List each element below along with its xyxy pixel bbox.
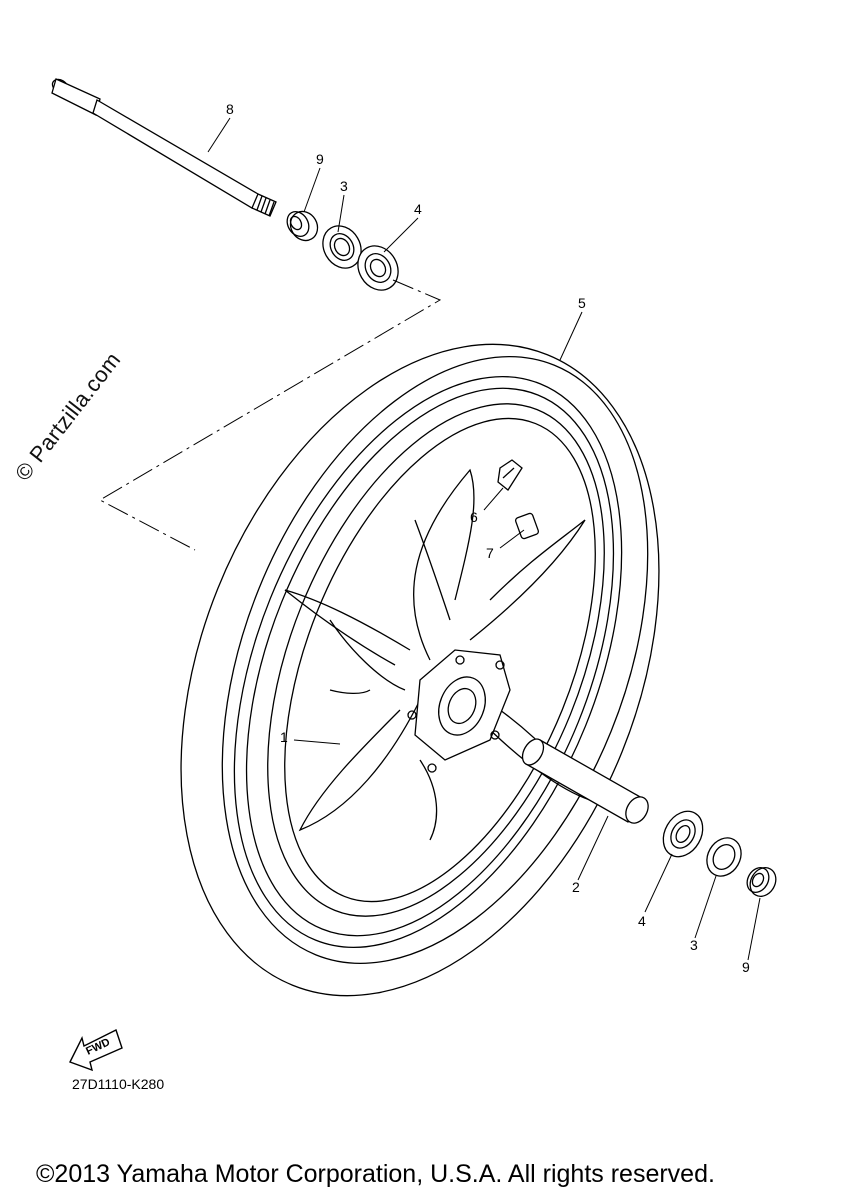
wheel-hub — [407, 649, 511, 773]
callout-7: 7 — [486, 545, 494, 561]
right-oil-seal — [706, 837, 742, 877]
tire — [180, 343, 660, 997]
leader-lines — [207, 117, 761, 961]
callout-3-top: 3 — [340, 178, 348, 194]
callout-9-top: 9 — [316, 151, 324, 167]
callout-8: 8 — [226, 101, 234, 117]
left-bearing — [357, 245, 399, 291]
left-collar — [286, 210, 319, 242]
cast-wheel — [233, 375, 623, 949]
callout-6: 6 — [470, 509, 478, 525]
callout-1: 1 — [280, 729, 288, 745]
copyright-notice: ©2013 Yamaha Motor Corporation, U.S.A. A… — [36, 1160, 715, 1188]
callout-4-top: 4 — [414, 201, 422, 217]
callout-5: 5 — [578, 295, 586, 311]
right-collar — [746, 867, 777, 897]
left-oil-seal — [322, 225, 362, 269]
tire-valve — [497, 459, 523, 491]
callout-2: 2 — [572, 879, 580, 895]
callout-4-bottom: 4 — [638, 913, 646, 929]
callout-3-bottom: 3 — [690, 937, 698, 953]
wheel-collar — [521, 738, 649, 824]
right-bearing — [662, 810, 704, 858]
callout-9-bottom: 9 — [742, 959, 750, 975]
front-axle — [51, 78, 277, 217]
callout-labels: 8 9 3 4 5 6 7 1 2 4 3 9 — [226, 101, 750, 975]
diagram-code: 27D1110-K280 — [72, 1076, 165, 1092]
forward-arrow-icon: FWD — [69, 1029, 123, 1072]
